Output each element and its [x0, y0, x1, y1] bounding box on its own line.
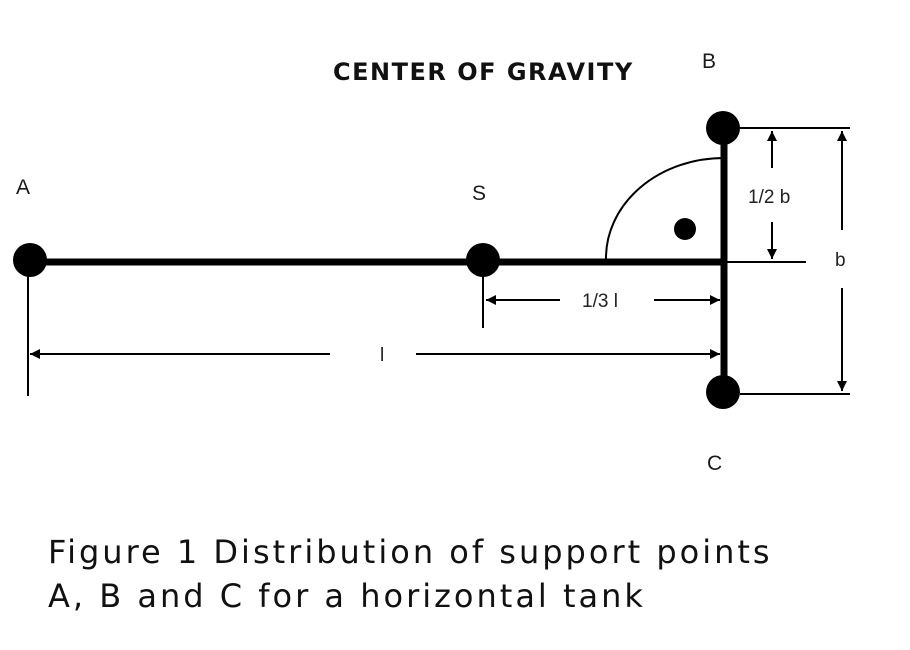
caption-line-2: A, B and C for a horizontal tank	[48, 577, 646, 615]
point-label-a: A	[16, 176, 30, 199]
dimension-l-label: l	[380, 345, 384, 366]
dimension-third-l-label: 1/3 l	[582, 291, 618, 312]
dimension-b-label: b	[835, 250, 846, 271]
support-point-b-marker	[706, 111, 740, 145]
point-label-c: C	[707, 452, 722, 475]
diagram-title: CENTER OF GRAVITY	[333, 58, 634, 86]
caption-line-1: Figure 1 Distribution of support points	[48, 533, 773, 571]
point-label-s: S	[472, 182, 486, 205]
point-label-b: B	[702, 50, 716, 73]
right-angle-arc	[604, 157, 725, 260]
figure-caption: Figure 1 Distribution of support points …	[48, 530, 908, 618]
dimension-half-b-label: 1/2 b	[748, 187, 790, 208]
center-point-s-marker	[466, 243, 500, 277]
right-angle-dot	[674, 218, 696, 240]
support-point-a-marker	[13, 243, 47, 277]
support-point-c-marker	[706, 375, 740, 409]
